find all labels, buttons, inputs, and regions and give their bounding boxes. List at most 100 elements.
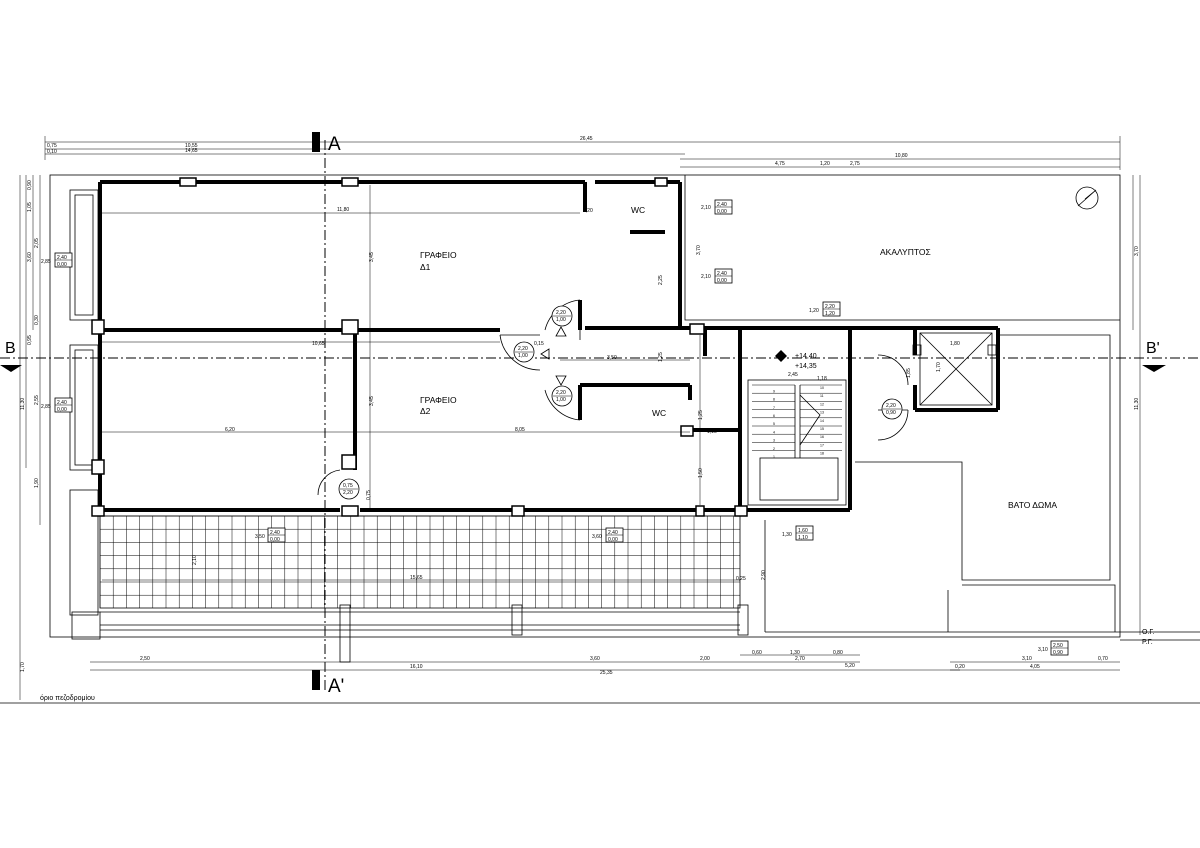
- door-tag: 2,20 1,00: [551, 385, 573, 407]
- triangle-marker-icon: [555, 375, 567, 386]
- stair-number: 8: [773, 398, 775, 402]
- svg-text:2,85: 2,85: [41, 259, 51, 265]
- window-tag: 2,85 2,40 0,00: [41, 397, 73, 413]
- dim-interior-i11: 1,25: [698, 410, 704, 420]
- svg-text:0,75: 0,75: [343, 483, 353, 489]
- stair-number: 1: [773, 455, 775, 459]
- dim-bottom-b12: 0,20: [955, 664, 965, 670]
- stair-number: 18: [820, 452, 824, 456]
- window-tag: 2,10 2,40 0,00: [701, 199, 733, 215]
- dim-bottom-b1: 2,50: [140, 656, 150, 662]
- svg-text:1,30: 1,30: [782, 532, 792, 538]
- window-tag: 1,20 2,20 1,20: [809, 301, 841, 317]
- svg-text:1,20: 1,20: [825, 311, 835, 317]
- svg-text:2,50: 2,50: [1053, 643, 1063, 649]
- dim-left-l6: 0,30: [34, 315, 40, 325]
- svg-text:0,00: 0,00: [608, 537, 618, 543]
- plot-boundary: [0, 174, 1200, 704]
- window-tag: 1,30 1,60 1,10: [782, 525, 814, 541]
- dim-bottom-b7: 2,70: [795, 656, 805, 662]
- level-upper: +14,40: [795, 353, 817, 360]
- svg-text:1,00: 1,00: [556, 317, 566, 323]
- dim-interior-i3: 10,65: [312, 341, 325, 347]
- walls: [98, 180, 1000, 512]
- staircase: [747, 379, 847, 506]
- svg-text:2,20: 2,20: [886, 403, 896, 409]
- north-arrow-icon: [1075, 186, 1099, 210]
- dim-left-l9: 1,90: [34, 478, 40, 488]
- dim-right-r1: 3,70: [1134, 246, 1140, 256]
- triangle-marker-icon: [555, 326, 567, 337]
- dim-left-l5: 11,30: [20, 398, 26, 410]
- dim-bottom-b9: 3,10: [1022, 656, 1032, 662]
- balcony: [71, 515, 749, 663]
- level-lower: +14,35: [795, 363, 817, 370]
- window-tag: 3,60 2,40 0,00: [592, 527, 624, 543]
- dim-interior-i21: 0,25: [736, 576, 746, 582]
- interior-dim-lines: [102, 185, 740, 581]
- sidewalk-label: όριο πεζοδρομίου: [40, 694, 95, 702]
- svg-text:0,00: 0,00: [717, 209, 727, 215]
- door-tag: 2,20 0,90: [881, 398, 903, 420]
- svg-text:2,40: 2,40: [270, 530, 280, 536]
- svg-text:2,20: 2,20: [518, 346, 528, 352]
- svg-text:0,00: 0,00: [717, 278, 727, 284]
- dim-top-d2: 0,10: [47, 149, 57, 155]
- dim-top-r2: 1,20: [820, 161, 830, 167]
- dim-interior-i23: 0,75: [366, 490, 372, 500]
- level-marker-icon: [775, 350, 787, 362]
- section-b-right-label: B': [1146, 340, 1160, 357]
- svg-text:2,40: 2,40: [717, 271, 727, 277]
- dim-right-r2: 11,30: [1134, 398, 1140, 410]
- dim-interior-i5: 6,20: [225, 427, 235, 433]
- dim-interior-i4: 3,45: [369, 396, 375, 406]
- stair-number: 3: [773, 439, 775, 443]
- stair-number: 15: [820, 427, 824, 431]
- columns: [91, 177, 748, 517]
- svg-text:3,10: 3,10: [1038, 647, 1048, 653]
- section-a-top-label: A: [328, 134, 341, 155]
- svg-text:1,00: 1,00: [556, 397, 566, 403]
- dim-left-l1: 1,05: [27, 202, 33, 212]
- dim-interior-i25: 2,45: [788, 372, 798, 378]
- svg-text:2,10: 2,10: [701, 274, 711, 280]
- dim-top-r3: 2,75: [850, 161, 860, 167]
- room-wc-lower: WC: [652, 408, 666, 418]
- stair-number: 13: [820, 411, 824, 415]
- dim-bottom-b3: 2,00: [700, 656, 710, 662]
- dim-interior-i6: 8,05: [515, 427, 525, 433]
- dim-interior-i9: 3,50: [607, 355, 617, 361]
- section-lines: [0, 132, 1200, 690]
- room-office-1-name: ΓΡΑΦΕΙΟ: [420, 250, 457, 260]
- dim-bottom-b10: 0,70: [1098, 656, 1108, 662]
- dim-interior-i7: 0,20: [583, 208, 593, 214]
- stair-number: 4: [773, 430, 775, 434]
- svg-text:0,00: 0,00: [57, 407, 67, 413]
- dim-interior-i19: 1,70: [936, 362, 942, 372]
- svg-text:1,20: 1,20: [809, 308, 819, 314]
- ground-og: Ο.Γ.: [1142, 629, 1154, 636]
- dim-bottom-b2: 3,60: [590, 656, 600, 662]
- dim-interior-i18: 1,80: [950, 341, 960, 347]
- dim-bottom-total2: 25,35: [600, 670, 613, 676]
- svg-text:2,20: 2,20: [556, 310, 566, 316]
- dim-left-l8: 2,55: [34, 395, 40, 405]
- svg-text:2,40: 2,40: [57, 255, 67, 261]
- stair-number: 14: [820, 419, 824, 423]
- room-wc-upper: WC: [631, 205, 645, 215]
- dim-left-l3: 3,60: [27, 252, 33, 262]
- left-window-bays: [69, 189, 99, 616]
- dim-interior-i16: 2,25: [658, 275, 664, 285]
- svg-text:3,60: 3,60: [592, 534, 602, 540]
- dim-top-right-total: 10,80: [895, 153, 908, 159]
- stair-number: 17: [820, 443, 824, 447]
- room-office-1-code: Δ1: [420, 262, 431, 272]
- section-a-bottom-marker: [312, 670, 320, 690]
- window-tag: 3,50 2,40 0,00: [255, 527, 286, 543]
- section-a-bottom-label: A': [328, 676, 344, 697]
- stair-number: 11: [820, 394, 824, 398]
- dim-interior-i17: 1,25: [658, 352, 664, 362]
- svg-text:2,20: 2,20: [343, 490, 353, 496]
- ground-rg: Ρ.Γ.: [1142, 639, 1153, 646]
